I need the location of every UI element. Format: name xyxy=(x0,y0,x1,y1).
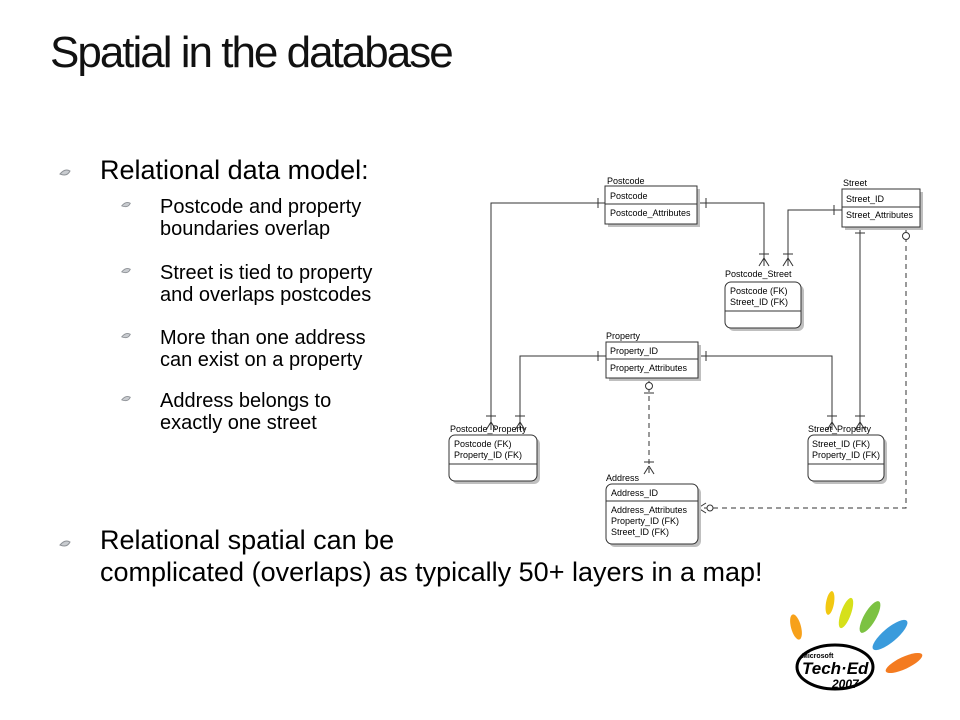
rel-property-street-property xyxy=(698,355,833,430)
bullet-relational-spatial: Relational spatial can be complicated (o… xyxy=(100,524,920,588)
entity-key: Address_ID xyxy=(611,488,659,498)
sub-bullet-4-line-2: exactly one street xyxy=(160,412,317,434)
sub-bullet-4-line-1: Address belongs to xyxy=(160,390,332,412)
entity-fk: Postcode (FK) xyxy=(454,439,512,449)
entity-postcode-property: Postcode_Property Postcode (FK) Property… xyxy=(448,424,540,484)
entity-title: Street xyxy=(843,178,868,188)
sub-bullet-icon xyxy=(121,333,131,339)
entity-postcode: Postcode Postcode Postcode_Attributes xyxy=(604,176,700,227)
entity-title: Street_Property xyxy=(808,424,872,434)
entity-title: Property xyxy=(606,331,641,341)
bullet-relational-spatial-line-2: complicated (overlaps) as typically 50+ … xyxy=(100,557,763,587)
entity-fk: Street_ID (FK) xyxy=(611,527,669,537)
entity-property: Property Property_ID Property_Attributes xyxy=(605,331,701,381)
logo-year: 2007 xyxy=(831,677,860,691)
entity-title: Address xyxy=(606,473,640,483)
entity-street: Street Street_ID Street_Attributes xyxy=(841,178,923,230)
crows-foot-icon xyxy=(485,415,497,431)
entity-title: Postcode_Street xyxy=(725,269,792,279)
entity-fk: Postcode (FK) xyxy=(730,286,788,296)
entity-title: Postcode_Property xyxy=(450,424,527,434)
entity-street-property: Street_Property Street_ID (FK) Property_… xyxy=(807,424,887,484)
entity-key: Postcode xyxy=(610,191,648,201)
sub-bullet-4: Address belongs to exactly one street xyxy=(160,390,460,434)
entity-attr: Property_Attributes xyxy=(610,363,688,373)
crows-foot-icon xyxy=(826,415,838,431)
entity-fk: Street_ID (FK) xyxy=(812,439,870,449)
teched-logo: Microsoft Tech·Ed 2007 xyxy=(790,591,923,691)
bullet-relational-data-model: Relational data model: xyxy=(100,155,369,185)
sub-bullet-2-line-2: and overlaps postcodes xyxy=(160,284,372,306)
sub-bullet-1-line-1: Postcode and property xyxy=(160,196,362,218)
entity-attr: Street_Attributes xyxy=(846,210,914,220)
rel-optional-circle xyxy=(902,232,910,240)
entity-postcode-street: Postcode_Street Postcode (FK) Street_ID … xyxy=(724,269,804,331)
sub-bullet-2-line-1: Street is tied to property xyxy=(160,262,373,284)
entity-fk: Street_ID (FK) xyxy=(730,297,788,307)
entity-attr: Postcode_Attributes xyxy=(610,208,691,218)
entity-title: Postcode xyxy=(607,176,645,186)
sub-bullet-icon xyxy=(121,268,131,274)
bullet-icon xyxy=(59,540,71,547)
rel-street-address xyxy=(698,228,907,509)
crows-foot-icon xyxy=(782,253,794,267)
slide-title: Spatial in the database xyxy=(50,28,454,77)
entity-key: Property_ID xyxy=(610,346,659,356)
entity-key: Street_ID xyxy=(846,194,885,204)
logo-paint-strokes xyxy=(790,591,923,674)
entity-address: Address Address_ID Address_Attributes Pr… xyxy=(605,473,701,547)
crows-foot-icon xyxy=(514,415,526,431)
rel-postcode-postcode-street xyxy=(698,202,765,266)
crows-foot-icon xyxy=(758,253,770,267)
crows-foot-icon xyxy=(854,415,866,431)
crows-foot-icon xyxy=(643,461,655,475)
rel-street-postcode-street xyxy=(787,209,842,266)
sub-bullet-1: Postcode and property boundaries overlap xyxy=(160,196,460,240)
entity-attr: Address_Attributes xyxy=(611,505,688,515)
rel-optional-circle xyxy=(645,382,653,390)
entity-fk: Property_ID (FK) xyxy=(454,450,522,460)
bullet-icon xyxy=(59,169,71,176)
rel-property-postcode-property xyxy=(519,355,606,430)
rel-postcode-postcode-property xyxy=(490,202,606,430)
sub-bullet-icon xyxy=(121,202,131,208)
sub-bullet-3-line-2: can exist on a property xyxy=(160,349,363,371)
sub-bullet-3-line-1: More than one address xyxy=(160,327,366,349)
entity-fk: Property_ID (FK) xyxy=(812,450,880,460)
logo-product: Tech·Ed xyxy=(802,659,869,678)
sub-bullet-2: Street is tied to property and overlaps … xyxy=(160,262,460,306)
entity-fk: Property_ID (FK) xyxy=(611,516,679,526)
sub-bullet-1-line-2: boundaries overlap xyxy=(160,218,331,240)
bullet-relational-spatial-line-1: Relational spatial can be xyxy=(100,525,395,555)
sub-bullet-icon xyxy=(121,396,131,402)
logo-brand: Microsoft xyxy=(802,653,834,660)
sub-bullet-3: More than one address can exist on a pro… xyxy=(160,327,460,371)
